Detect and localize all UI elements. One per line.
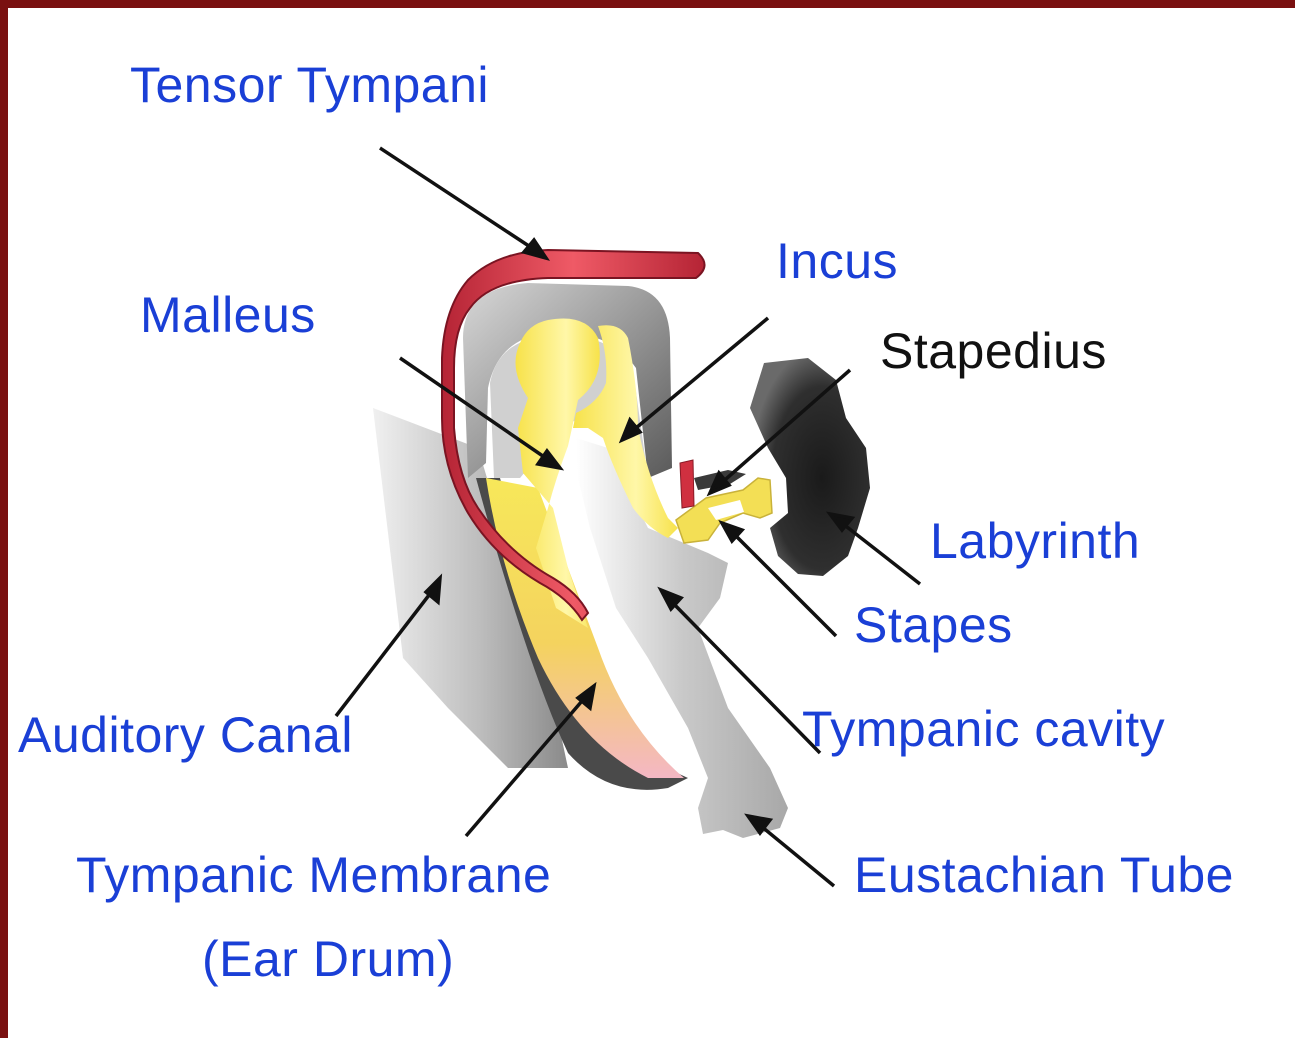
labyrinth-shape	[750, 358, 870, 576]
stapedius-muscle	[680, 460, 694, 508]
label-malleus: Malleus	[140, 290, 316, 340]
label-incus: Incus	[776, 236, 898, 286]
label-tympanic-cavity: Tympanic cavity	[802, 704, 1165, 754]
label-ear-drum: (Ear Drum)	[202, 934, 454, 984]
label-labyrinth: Labyrinth	[930, 516, 1140, 566]
diagram-frame: Tensor Tympani Incus Malleus Stapedius L…	[8, 8, 1295, 1038]
label-tympanic-membrane: Tympanic Membrane	[76, 850, 551, 900]
label-auditory-canal: Auditory Canal	[18, 710, 353, 760]
label-tensor-tympani: Tensor Tympani	[130, 60, 489, 110]
label-stapes: Stapes	[854, 600, 1013, 650]
label-stapedius: Stapedius	[880, 326, 1107, 376]
label-eustachian-tube: Eustachian Tube	[854, 850, 1234, 900]
